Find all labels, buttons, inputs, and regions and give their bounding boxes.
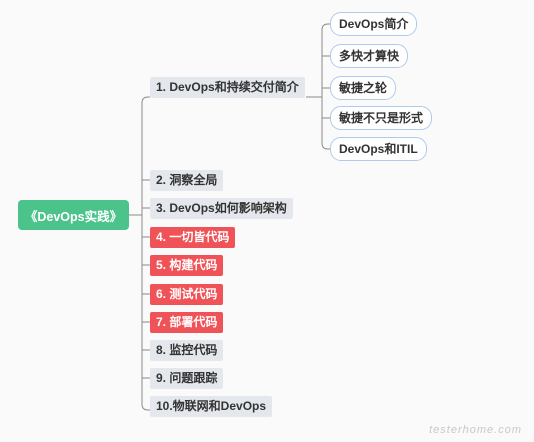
branch-4-node[interactable]: 4. 一切皆代码 — [150, 227, 236, 248]
branch-7-node[interactable]: 7. 部署代码 — [150, 312, 224, 333]
root-node[interactable]: 《DevOps实践》 — [18, 200, 129, 230]
branch-9-node[interactable]: 9. 问题跟踪 — [150, 368, 224, 389]
sub-branch-3-node[interactable]: 敏捷之轮 — [330, 76, 397, 100]
branch-5-node[interactable]: 5. 构建代码 — [150, 255, 224, 276]
branch-6-node[interactable]: 6. 测试代码 — [150, 284, 224, 305]
watermark: testerhome.com — [429, 424, 522, 436]
branch-1-node[interactable]: 1. DevOps和持续交付简介 — [150, 77, 305, 98]
branch-8-node[interactable]: 8. 监控代码 — [150, 340, 224, 361]
sub-branch-1-node[interactable]: DevOps简介 — [330, 12, 418, 36]
branch-3-node[interactable]: 3. DevOps如何影响架构 — [150, 198, 293, 219]
sub-branch-2-node[interactable]: 多快才算快 — [330, 44, 409, 68]
sub-branch-5-node[interactable]: DevOps和ITIL — [330, 137, 427, 161]
branch-10-node[interactable]: 10.物联网和DevOps — [150, 396, 273, 417]
sub-branch-4-node[interactable]: 敏捷不只是形式 — [330, 106, 433, 130]
branch-2-node[interactable]: 2. 洞察全局 — [150, 170, 224, 191]
